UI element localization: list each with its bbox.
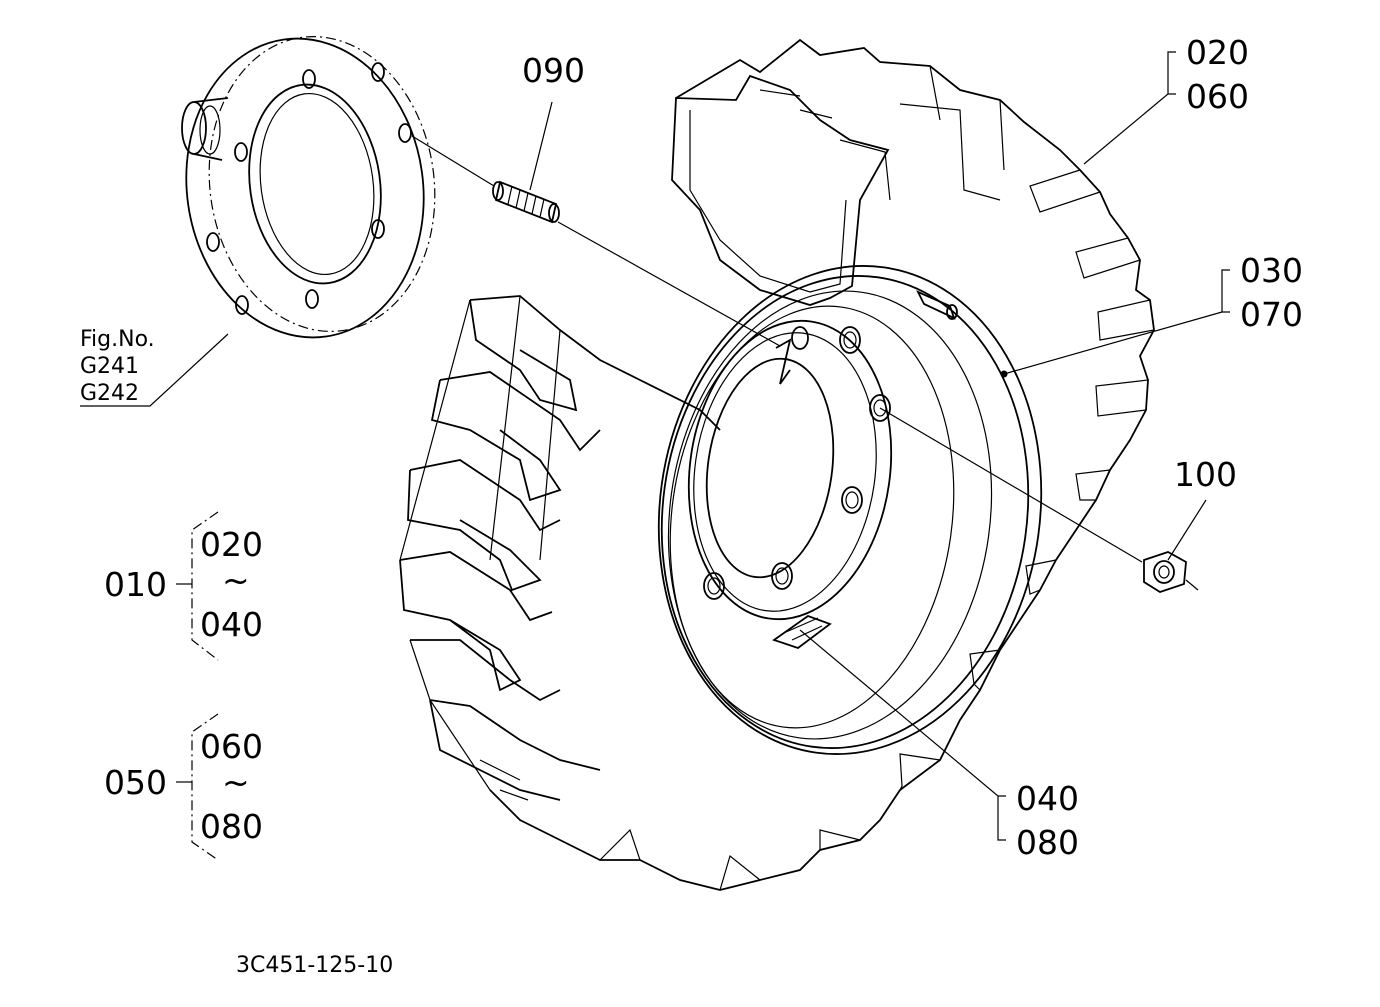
group-050-parent: 050 (104, 763, 167, 802)
callout-100: 100 (1174, 455, 1237, 494)
stud-bolt (492, 180, 560, 224)
callout-020: 020 (1186, 33, 1249, 72)
rim (657, 265, 1043, 755)
group-010-from: 020 (200, 525, 263, 564)
group-050-to: 080 (200, 807, 263, 846)
group-050-tilde: ~ (222, 763, 250, 802)
group-050-from: 060 (200, 727, 263, 766)
drawing-number: 3C451-125-10 (236, 953, 393, 978)
wheel-nut (1143, 551, 1187, 593)
callout-030: 030 (1240, 251, 1303, 290)
callout-060: 060 (1186, 77, 1249, 116)
callout-070: 070 (1240, 295, 1303, 334)
group-010-tilde: ~ (222, 561, 250, 600)
hub-flange (181, 36, 436, 339)
leader-lines (80, 51, 1230, 841)
group-010-to: 040 (200, 605, 263, 644)
callout-040: 040 (1016, 779, 1079, 818)
group-braces (176, 511, 219, 861)
callout-080: 080 (1016, 823, 1079, 862)
tire (399, 38, 1155, 891)
group-010-parent: 010 (104, 565, 167, 604)
fig-ref-g242: G242 (80, 381, 139, 406)
fig-ref-g241: G241 (80, 354, 139, 379)
callout-090: 090 (522, 51, 585, 90)
fig-ref-label: Fig.No. (80, 327, 155, 352)
